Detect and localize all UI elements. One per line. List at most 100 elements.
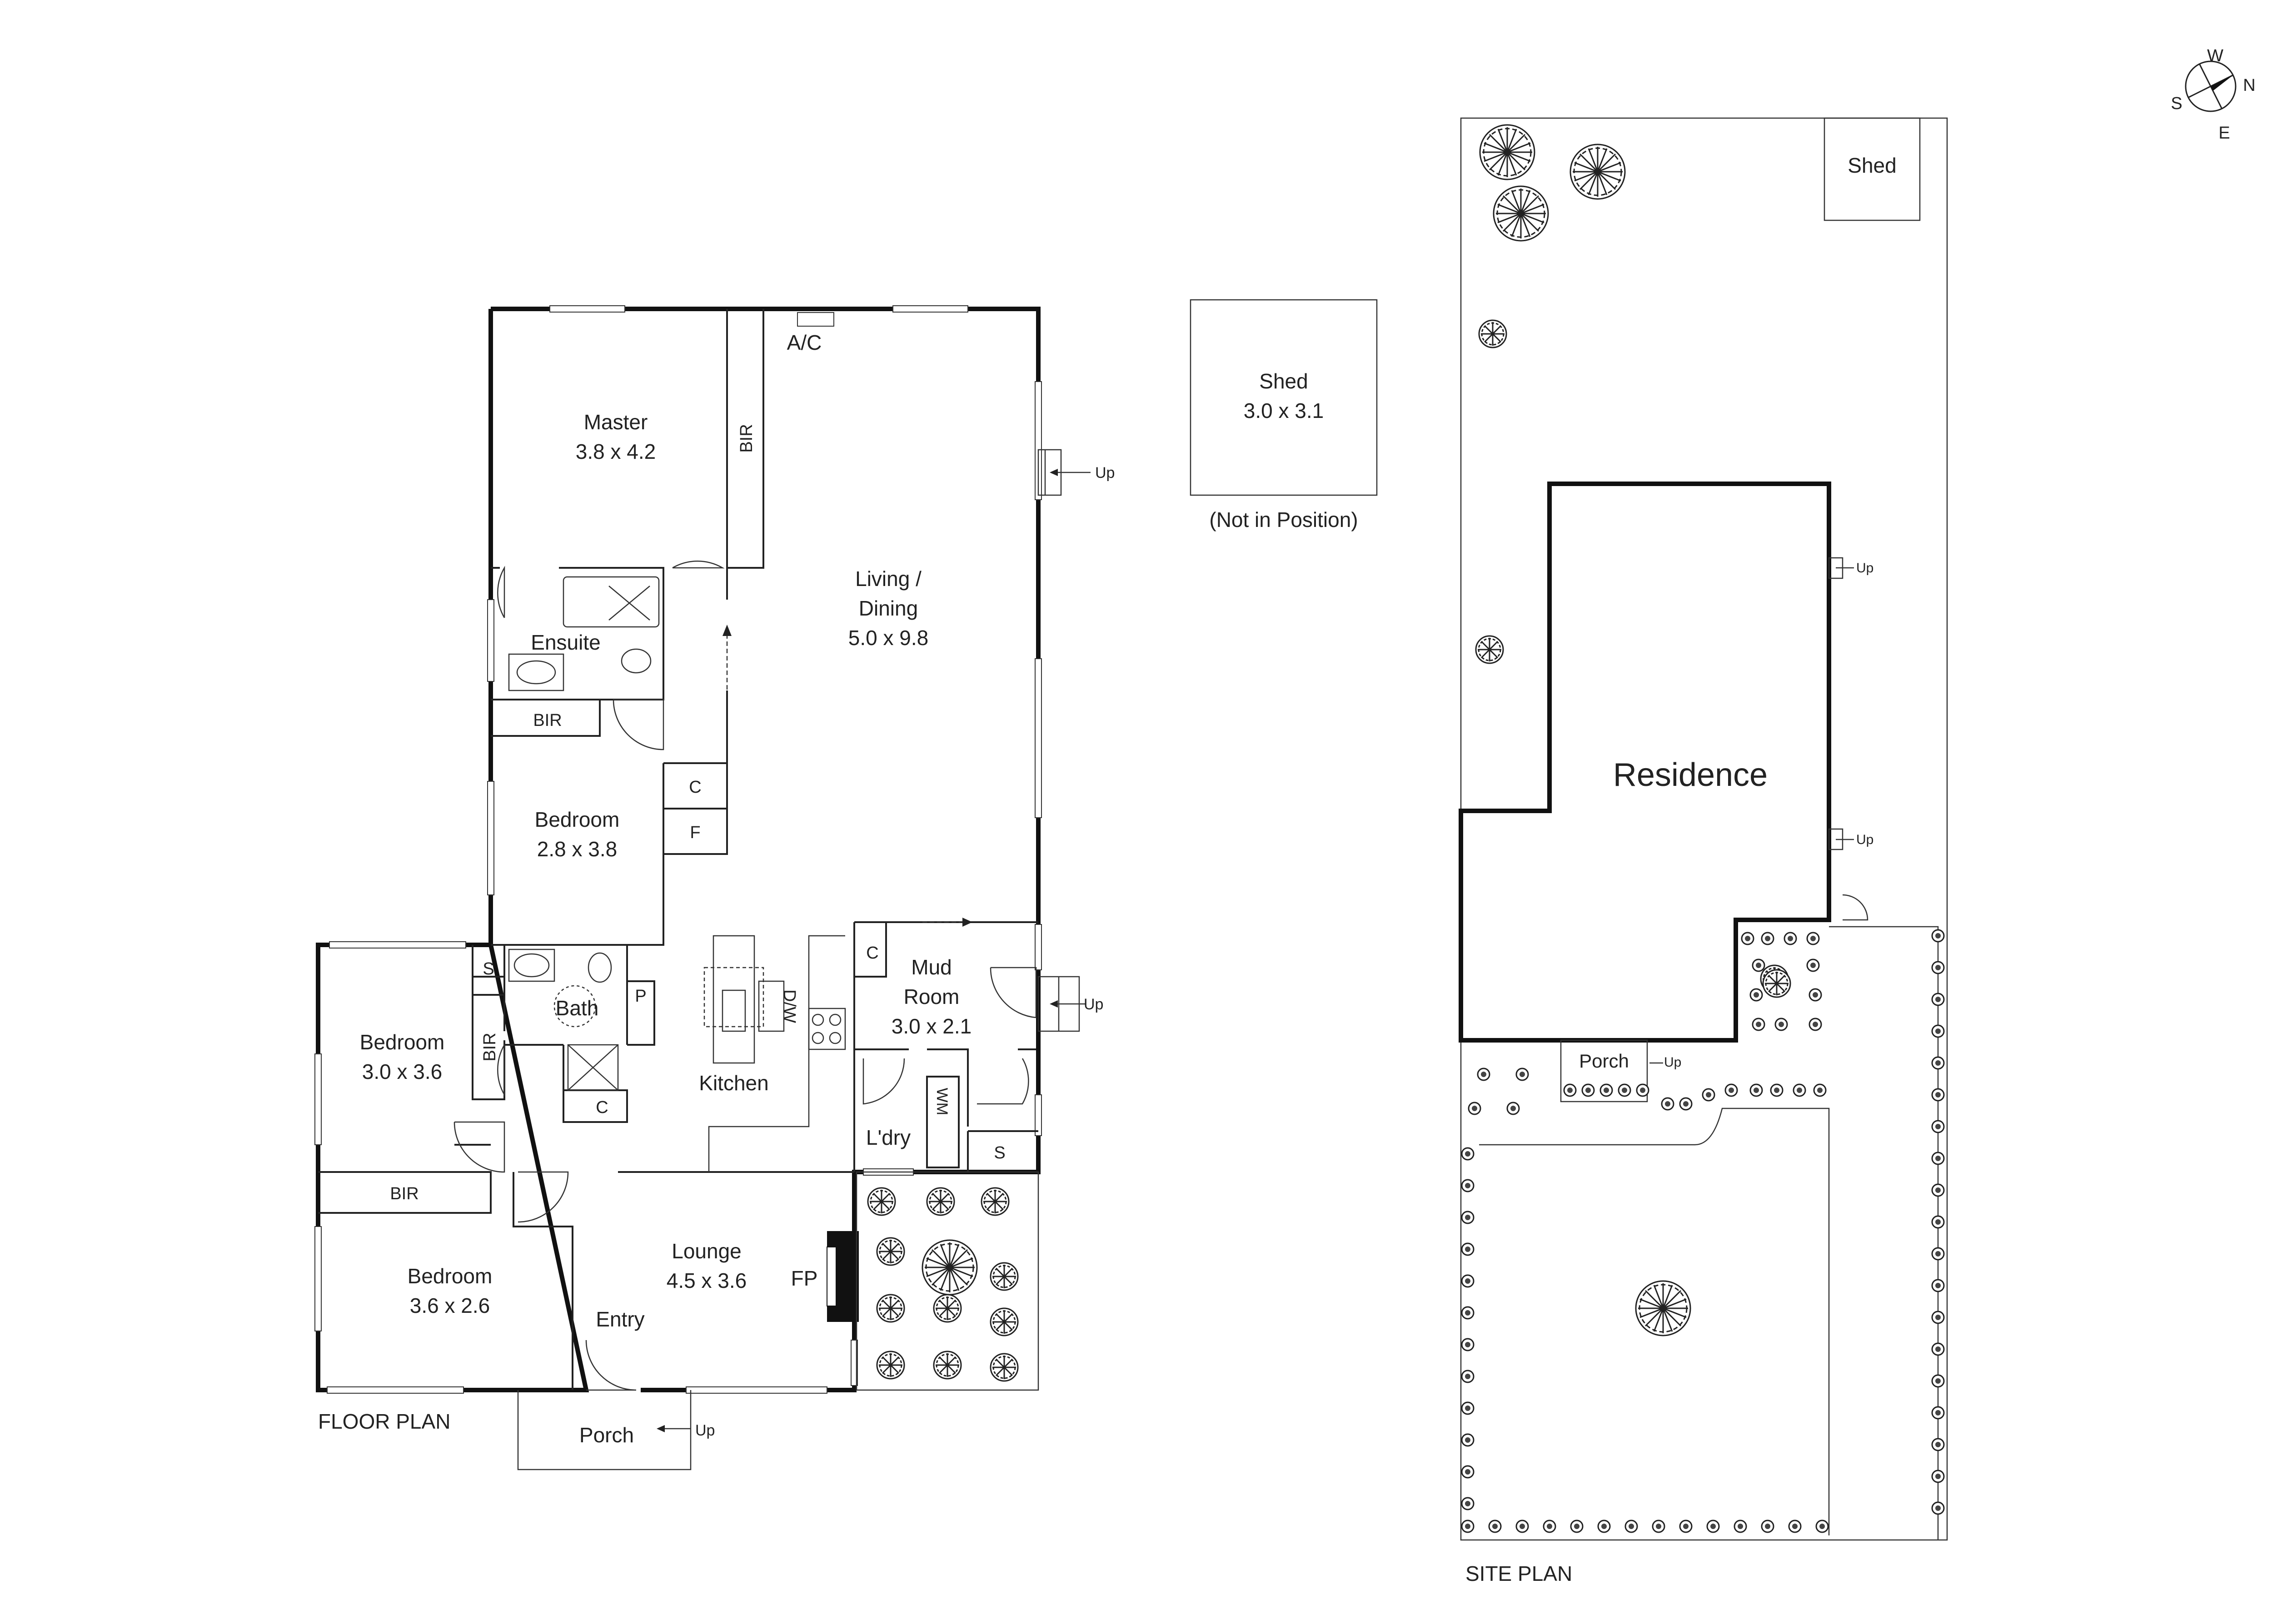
bir-wall bbox=[726, 309, 764, 569]
compass-e: E bbox=[2218, 124, 2230, 143]
dishwasher-label: D/W bbox=[780, 989, 799, 1023]
window bbox=[851, 1340, 858, 1386]
washing-machine bbox=[926, 1076, 960, 1168]
vanity bbox=[508, 949, 555, 982]
window bbox=[1035, 658, 1042, 818]
shed-name: Shed bbox=[1259, 369, 1308, 393]
rangehood bbox=[703, 967, 764, 1028]
room-bath-name: Bath bbox=[556, 996, 599, 1020]
cooktop bbox=[808, 1008, 846, 1050]
room-living-name-2: Dining bbox=[859, 596, 918, 620]
fridge-label: F bbox=[690, 823, 700, 842]
room-living-size: 5.0 x 9.8 bbox=[848, 626, 928, 650]
room-entry-name: Entry bbox=[596, 1307, 644, 1331]
room-bedroom3-name: Bedroom bbox=[360, 1030, 445, 1054]
window bbox=[329, 941, 466, 949]
ensuite-wall bbox=[491, 567, 664, 700]
shower-label-laundry: S bbox=[994, 1143, 1005, 1162]
window bbox=[1035, 381, 1042, 500]
room-master-name: Master bbox=[584, 410, 648, 434]
site-plan bbox=[1459, 117, 1948, 1541]
driveway-edge bbox=[1829, 926, 1939, 1540]
up-label-living: Up bbox=[1095, 464, 1115, 482]
bir-closet-wall bbox=[491, 700, 601, 737]
bathtub bbox=[563, 576, 660, 628]
garden-bed bbox=[856, 1171, 1039, 1391]
site-up-label-porch: Up bbox=[1664, 1055, 1681, 1070]
porch bbox=[517, 1390, 692, 1470]
entry-door bbox=[585, 1340, 637, 1391]
up-label-porch: Up bbox=[695, 1422, 715, 1439]
shed-size: 3.0 x 3.1 bbox=[1244, 399, 1324, 422]
bir-label-bedroom4: BIR bbox=[390, 1184, 419, 1203]
up-label-mud: Up bbox=[1084, 996, 1103, 1013]
window bbox=[892, 305, 968, 313]
room-bedroom2-size: 2.8 x 3.8 bbox=[537, 837, 617, 861]
bir-label-master: BIR bbox=[737, 424, 756, 452]
house-outer-wall bbox=[316, 307, 1041, 1392]
lawn-edge bbox=[1479, 1107, 1830, 1535]
window bbox=[314, 1226, 322, 1331]
room-bedroom2-name: Bedroom bbox=[535, 808, 620, 831]
site-plan-caption: SITE PLAN bbox=[1465, 1562, 1572, 1585]
door bbox=[977, 1058, 1029, 1105]
room-bedroom4-name: Bedroom bbox=[408, 1264, 493, 1288]
room-lounge-size: 4.5 x 3.6 bbox=[667, 1269, 747, 1292]
toilet bbox=[621, 648, 652, 674]
window bbox=[487, 599, 494, 682]
window bbox=[549, 305, 625, 313]
compass-w: W bbox=[2207, 46, 2223, 65]
compass-n: N bbox=[2243, 76, 2255, 95]
dishwasher bbox=[758, 980, 785, 1032]
site-porch-label: Porch bbox=[1579, 1050, 1629, 1072]
door bbox=[613, 699, 664, 750]
site-up-label-1: Up bbox=[1856, 561, 1873, 576]
door bbox=[497, 1044, 505, 1097]
kitchen-island bbox=[712, 935, 755, 1064]
room-living-name-1: Living / bbox=[855, 567, 922, 591]
shower-label: S bbox=[483, 959, 494, 978]
room-kitchen-name: Kitchen bbox=[699, 1071, 768, 1095]
cupboard-label-bath: C bbox=[596, 1098, 608, 1117]
bath-wall bbox=[504, 945, 628, 1090]
window bbox=[314, 1053, 322, 1145]
room-mud-size: 3.0 x 2.1 bbox=[892, 1014, 972, 1038]
site-up-label-2: Up bbox=[1856, 832, 1873, 847]
bath-cupboard bbox=[563, 1089, 628, 1123]
room-lounge-name: Lounge bbox=[672, 1239, 742, 1263]
compass-s: S bbox=[2171, 94, 2182, 113]
room-mud-name-1: Mud bbox=[911, 955, 952, 979]
shed-outline bbox=[1190, 299, 1378, 496]
site-shed-label: Shed bbox=[1848, 154, 1896, 177]
site-residence-label: Residence bbox=[1613, 757, 1768, 793]
laundry-wall bbox=[854, 1048, 1036, 1127]
window bbox=[686, 1386, 827, 1394]
door bbox=[497, 566, 505, 618]
cupboard-label: C bbox=[689, 778, 701, 797]
ac-label: A/C bbox=[787, 331, 822, 354]
shower bbox=[567, 1044, 619, 1091]
bir-label-bedroom3: BIR bbox=[480, 1033, 499, 1061]
door bbox=[672, 561, 725, 569]
door bbox=[453, 1121, 505, 1173]
ac-unit bbox=[797, 312, 834, 327]
site-porch bbox=[1560, 1039, 1648, 1103]
toilet bbox=[588, 952, 612, 983]
site-boundary bbox=[1460, 117, 1948, 1541]
sink bbox=[722, 989, 746, 1032]
bedroom-wall bbox=[491, 763, 664, 946]
cupboard-wall bbox=[663, 762, 728, 855]
room-bedroom3-size: 3.0 x 3.6 bbox=[362, 1060, 442, 1083]
bath-wall bbox=[473, 945, 505, 1031]
floor-plan bbox=[314, 305, 1091, 1470]
room-bedroom4-size: 3.6 x 2.6 bbox=[410, 1294, 490, 1317]
door bbox=[990, 967, 1037, 1018]
floor-plan-labels: Master 3.8 x 4.2 A/C BIR Living / Dining… bbox=[318, 331, 1115, 1447]
washing-machine-label: WM bbox=[933, 1088, 951, 1115]
shed-labels: Shed 3.0 x 3.1 (Not in Position) bbox=[1209, 369, 1358, 531]
room-laundry-name: L'dry bbox=[866, 1126, 911, 1149]
vanity bbox=[508, 653, 564, 691]
compass-labels: W N S E bbox=[2171, 46, 2255, 143]
window bbox=[1035, 924, 1042, 970]
